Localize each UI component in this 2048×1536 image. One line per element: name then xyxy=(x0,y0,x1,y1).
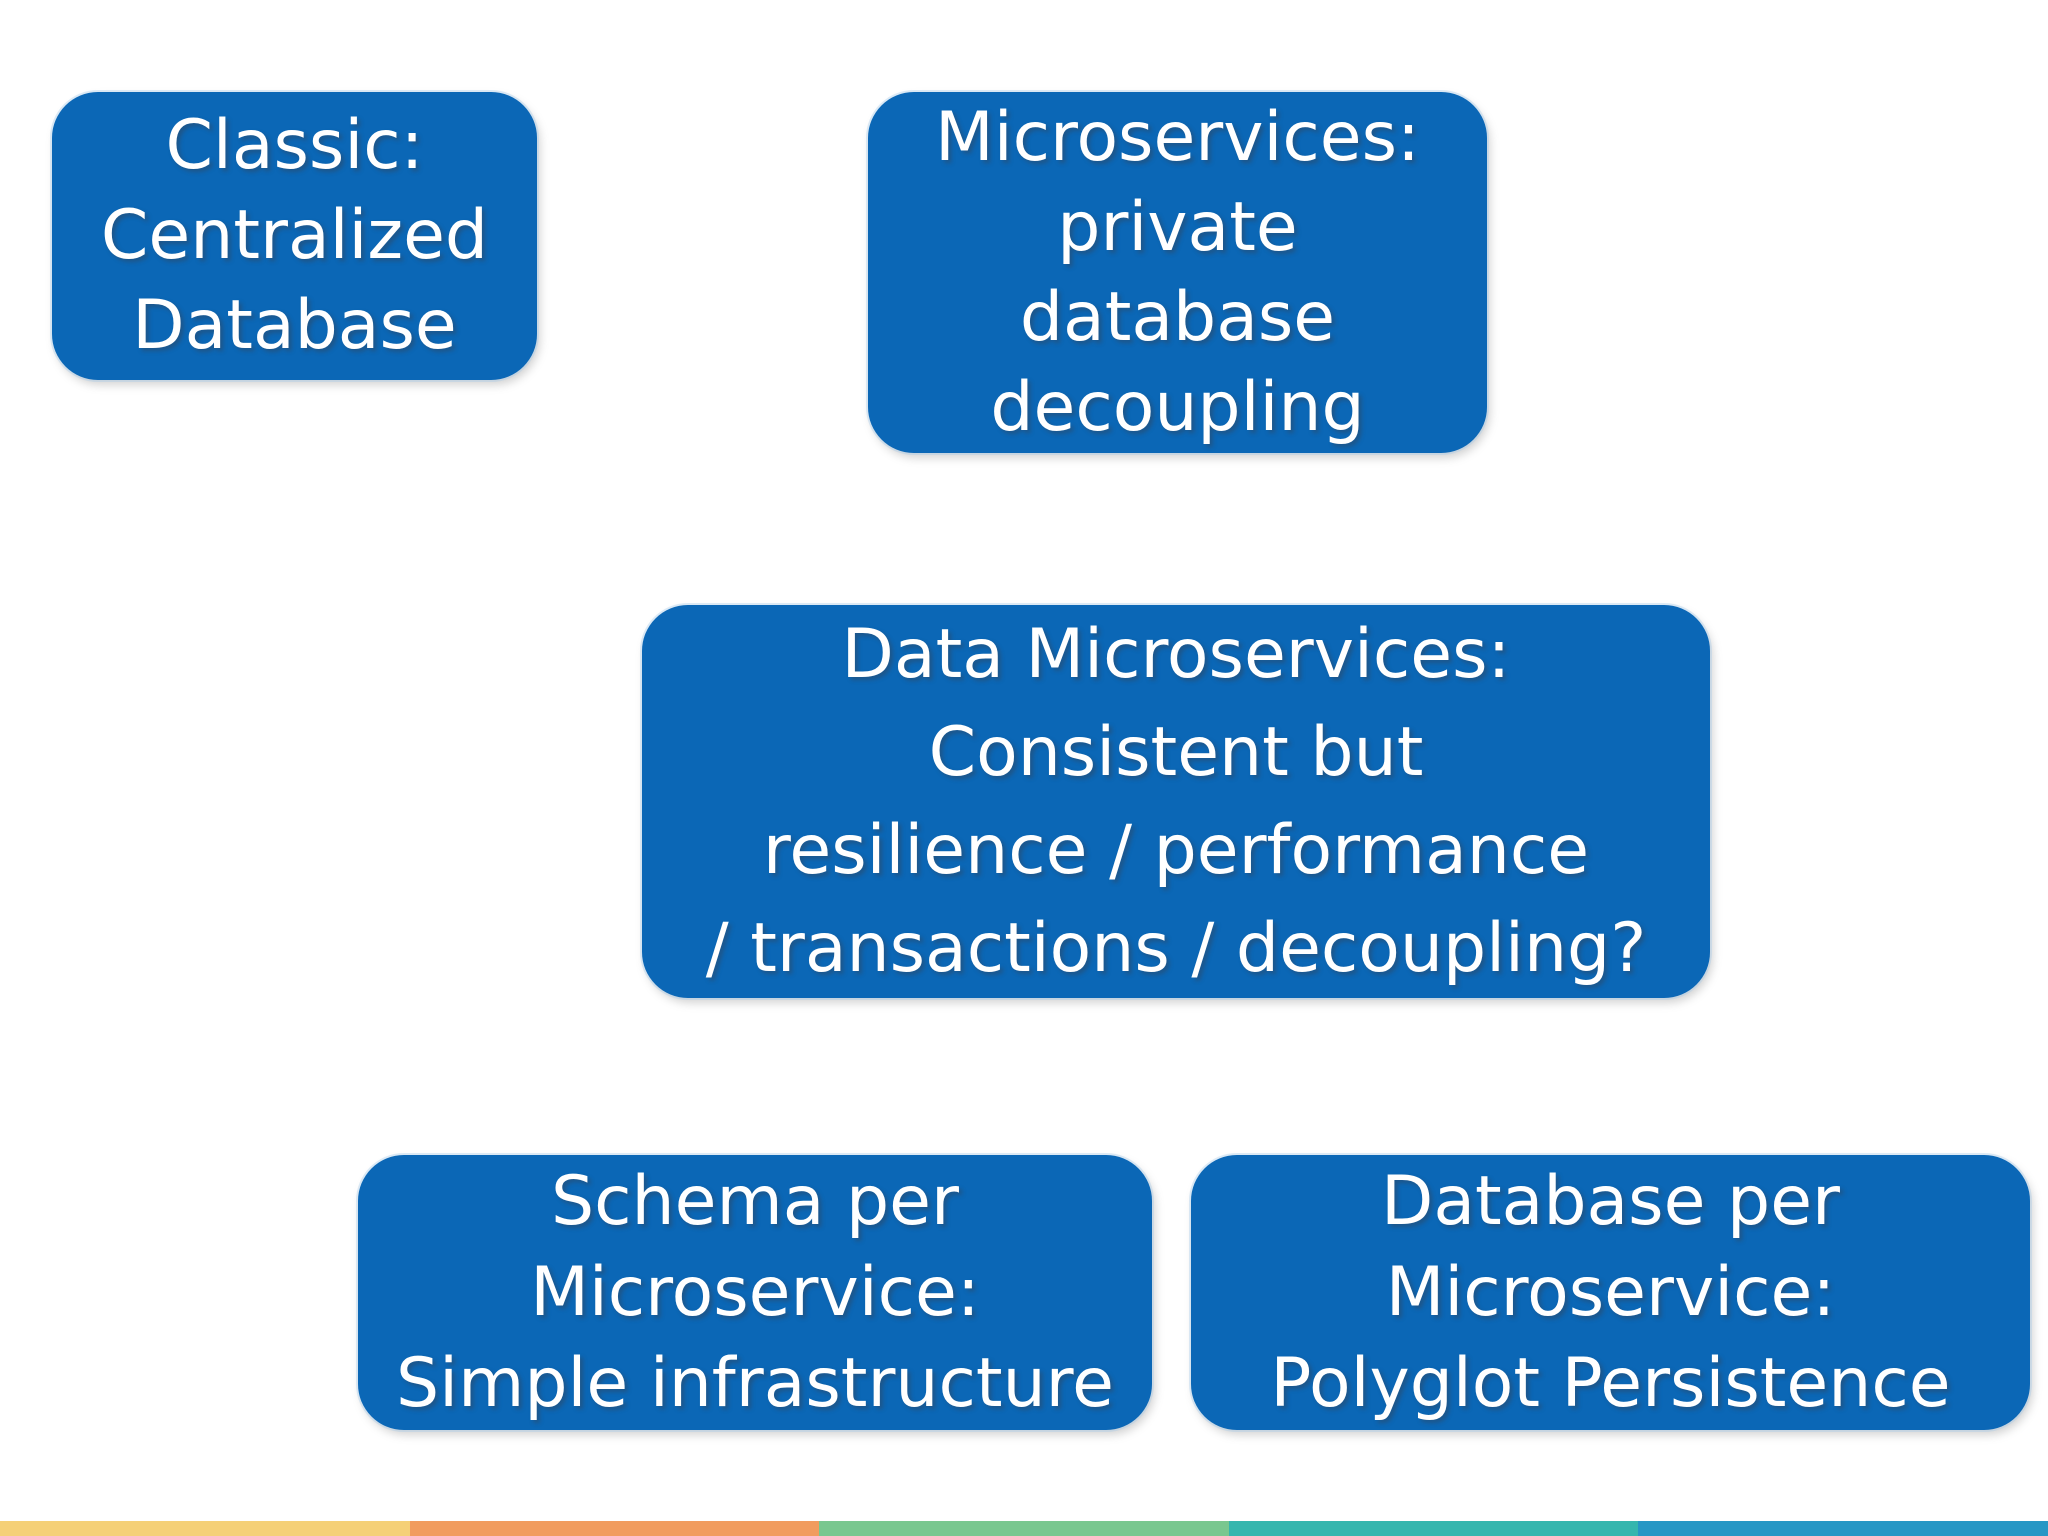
footer-accent-stripe xyxy=(0,1521,2048,1536)
stripe-segment-yellow xyxy=(0,1521,410,1536)
box-database-per-microservice: Database per Microservice: Polyglot Pers… xyxy=(1191,1155,2030,1430)
stripe-segment-blue xyxy=(1638,1521,2048,1536)
box-schema-per-microservice: Schema per Microservice: Simple infrastr… xyxy=(358,1155,1152,1430)
box-data-microservices-tradeoffs: Data Microservices: Consistent but resil… xyxy=(642,605,1710,998)
stripe-segment-orange xyxy=(409,1521,820,1536)
box-microservices-private-database-decoupling: Microservices: private database decoupli… xyxy=(868,92,1487,453)
stripe-segment-teal xyxy=(1228,1521,1639,1536)
box-classic-centralized-database: Classic: Centralized Database xyxy=(52,92,537,380)
stripe-segment-green xyxy=(819,1521,1229,1536)
